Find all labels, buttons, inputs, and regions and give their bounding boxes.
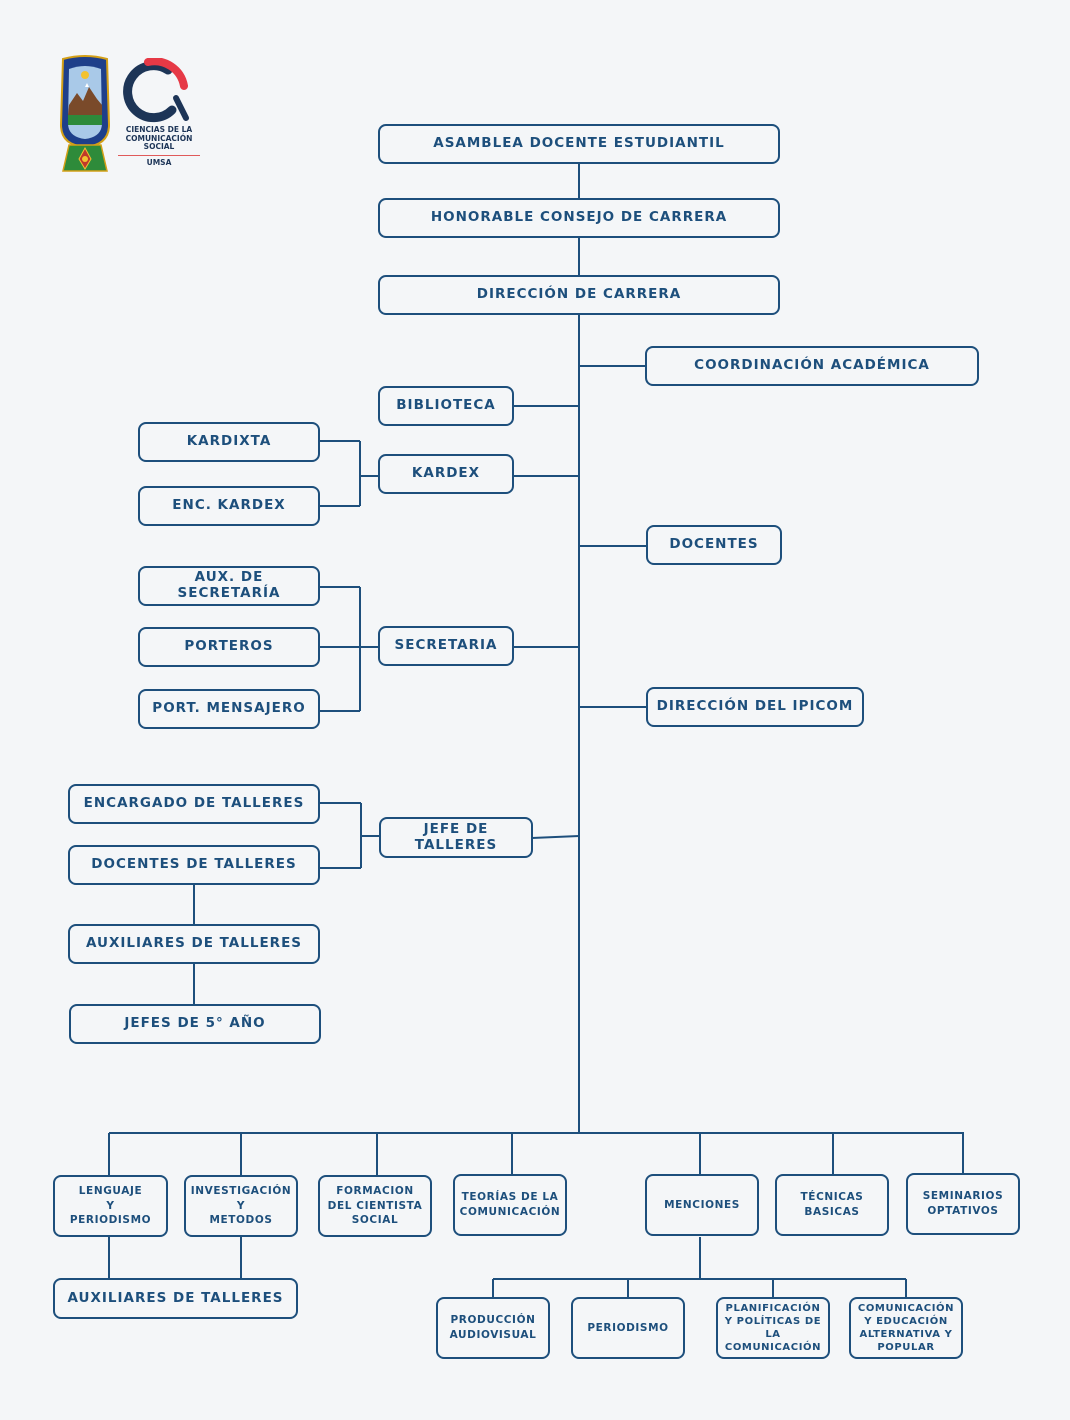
node-periodismo: PERIODISMO	[571, 1297, 685, 1359]
node-lenguaje: LENGUAJE Y PERIODISMO	[53, 1175, 168, 1237]
node-coordinacion: COORDINACIÓN ACADÉMICA	[645, 346, 979, 386]
logo-line-1: CIENCIAS DE LA	[125, 125, 193, 134]
node-tecnicas: TÉCNICAS BASICAS	[775, 1174, 889, 1236]
node-auxiliares-talleres: AUXILIARES DE TALLERES	[68, 924, 320, 964]
node-consejo: HONORABLE CONSEJO DE CARRERA	[378, 198, 780, 238]
node-auxiliares-talleres-2: AUXILIARES DE TALLERES	[53, 1278, 298, 1319]
node-kardex: KARDEX	[378, 454, 514, 494]
node-docentes: DOCENTES	[646, 525, 782, 565]
node-enc-kardex: ENC. KARDEX	[138, 486, 320, 526]
node-aux-secretaria: AUX. DE SECRETARÍA	[138, 566, 320, 606]
node-seminarios: SEMINARIOS OPTATIVOS	[906, 1173, 1020, 1235]
node-formacion: FORMACION DEL CIENTISTA SOCIAL	[318, 1175, 432, 1237]
node-encargado-talleres: ENCARGADO DE TALLERES	[68, 784, 320, 824]
node-asamblea: ASAMBLEA DOCENTE ESTUDIANTIL	[378, 124, 780, 164]
node-port-mensajero: PORT. MENSAJERO	[138, 689, 320, 729]
node-investigacion: INVESTIGACIÓN Y METODOS	[184, 1175, 298, 1237]
university-seal-logo	[59, 55, 111, 172]
node-ipicom: DIRECCIÓN DEL IPICOM	[646, 687, 864, 727]
logo-line-3: SOCIAL	[143, 142, 175, 152]
node-produccion: PRODUCCIÓN AUDIOVISUAL	[436, 1297, 550, 1359]
node-biblioteca: BIBLIOTECA	[378, 386, 514, 426]
node-comunicacion-alt: COMUNICACIÓN Y EDUCACIÓN ALTERNATIVA Y P…	[849, 1297, 963, 1359]
logo-line-2: COMUNICACIÓN	[125, 133, 193, 143]
node-menciones: MENCIONES	[645, 1174, 759, 1236]
node-secretaria: SECRETARIA	[378, 626, 514, 666]
career-logo-text: CIENCIAS DE LA COMUNICACIÓN SOCIAL UMSA	[118, 125, 200, 168]
career-logo	[123, 58, 189, 123]
node-planificacion: PLANIFICACIÓN Y POLÍTICAS DE LA COMUNICA…	[716, 1297, 830, 1359]
node-direccion: DIRECCIÓN DE CARRERA	[378, 275, 780, 315]
logo-line-4: UMSA	[118, 154, 200, 168]
node-teorias: TEORÍAS DE LA COMUNICACIÓN	[453, 1174, 567, 1236]
node-kardixta: KARDIXTA	[138, 422, 320, 462]
node-porteros: PORTEROS	[138, 627, 320, 667]
node-jefe-talleres: JEFE DE TALLERES	[379, 817, 533, 858]
node-jefes-5: JEFES DE 5° AÑO	[69, 1004, 321, 1044]
node-docentes-talleres: DOCENTES DE TALLERES	[68, 845, 320, 885]
